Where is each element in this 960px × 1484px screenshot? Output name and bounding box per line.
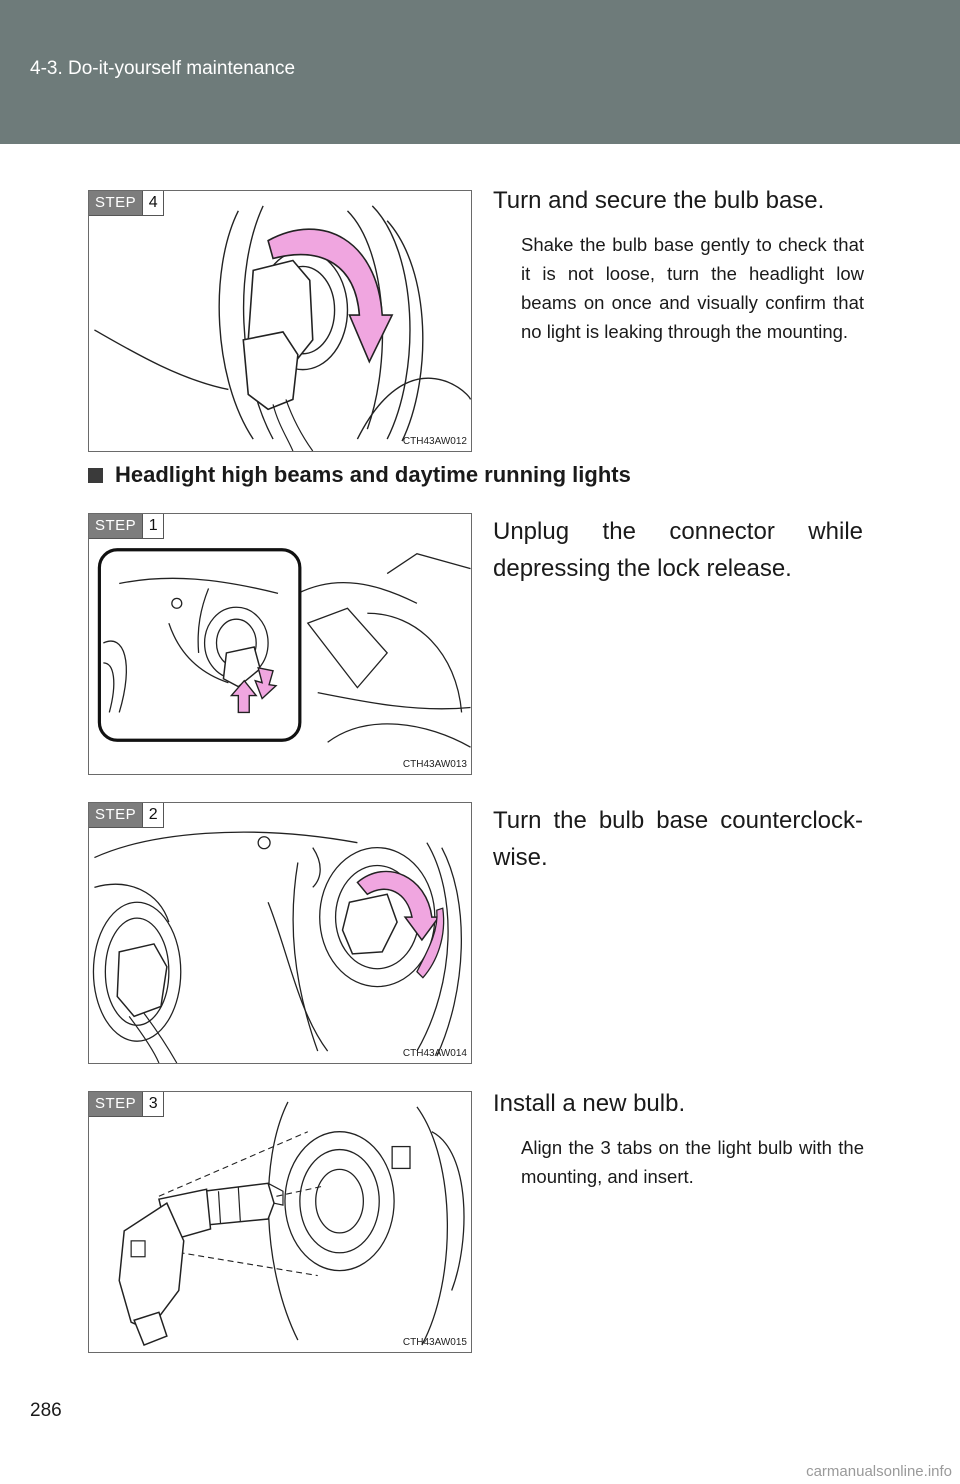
figure-code: CTH43AW012 <box>402 436 467 447</box>
bulb-base-illustration <box>94 205 471 451</box>
figure-code: CTH43AW015 <box>402 1337 467 1348</box>
step-label: STEP <box>89 803 143 827</box>
step-label: STEP <box>89 1092 143 1116</box>
step-4-heading: Turn and secure the bulb base. <box>493 187 825 214</box>
push-arrow-icon <box>229 679 258 714</box>
connector-unplug-illustration <box>97 548 471 748</box>
bulb-base-rotation-illustration <box>92 831 463 1063</box>
step-3-heading: Install a new bulb. <box>493 1090 686 1117</box>
new-bulb-install-illustration <box>118 1101 465 1347</box>
step-3-note: Align the 3 tabs on the light bulb with … <box>521 1137 864 1187</box>
page-header: 4-3. Do-it-yourself maintenance <box>0 0 960 144</box>
step-badge: STEP 2 <box>89 803 165 828</box>
step-label: STEP <box>89 191 143 215</box>
step-2-heading: Turn the bulb base counterclock-wise. <box>493 807 863 871</box>
step-number: 2 <box>142 803 164 827</box>
figure-step-3: STEP 3 CTH43AW015 <box>88 1091 472 1353</box>
step-number: 3 <box>142 1092 164 1116</box>
step-badge: STEP 1 <box>89 514 165 539</box>
step-label: STEP <box>89 514 143 538</box>
figure-step-4: STEP 4 CTH43AW012 <box>88 190 472 452</box>
step-4-note: Shake the bulb base gently to check that… <box>521 234 864 342</box>
rotate-arrow-icon <box>267 228 394 364</box>
pull-arrow-icon <box>254 666 278 700</box>
section-title: 4-3. Do-it-yourself maintenance <box>30 58 296 79</box>
figure-code: CTH43AW014 <box>402 1048 467 1059</box>
section-heading-text: Headlight high beams and daytime running… <box>115 462 631 487</box>
step-1-heading: Unplug the connector while depressing th… <box>493 518 863 582</box>
figure-step-2: STEP 2 CTH43AW014 <box>88 802 472 1064</box>
step-badge: STEP 4 <box>89 191 165 216</box>
section-heading: Headlight high beams and daytime running… <box>88 462 631 488</box>
figure-step-1: STEP 1 CTH43AW013 <box>88 513 472 775</box>
figure-code: CTH43AW013 <box>402 759 467 770</box>
step-number: 1 <box>142 514 164 538</box>
watermark-text: carmanualsonline.info <box>806 1463 952 1480</box>
step-number: 4 <box>142 191 164 215</box>
page-number: 286 <box>30 1400 62 1421</box>
square-bullet-icon <box>88 467 103 483</box>
step-badge: STEP 3 <box>89 1092 165 1117</box>
